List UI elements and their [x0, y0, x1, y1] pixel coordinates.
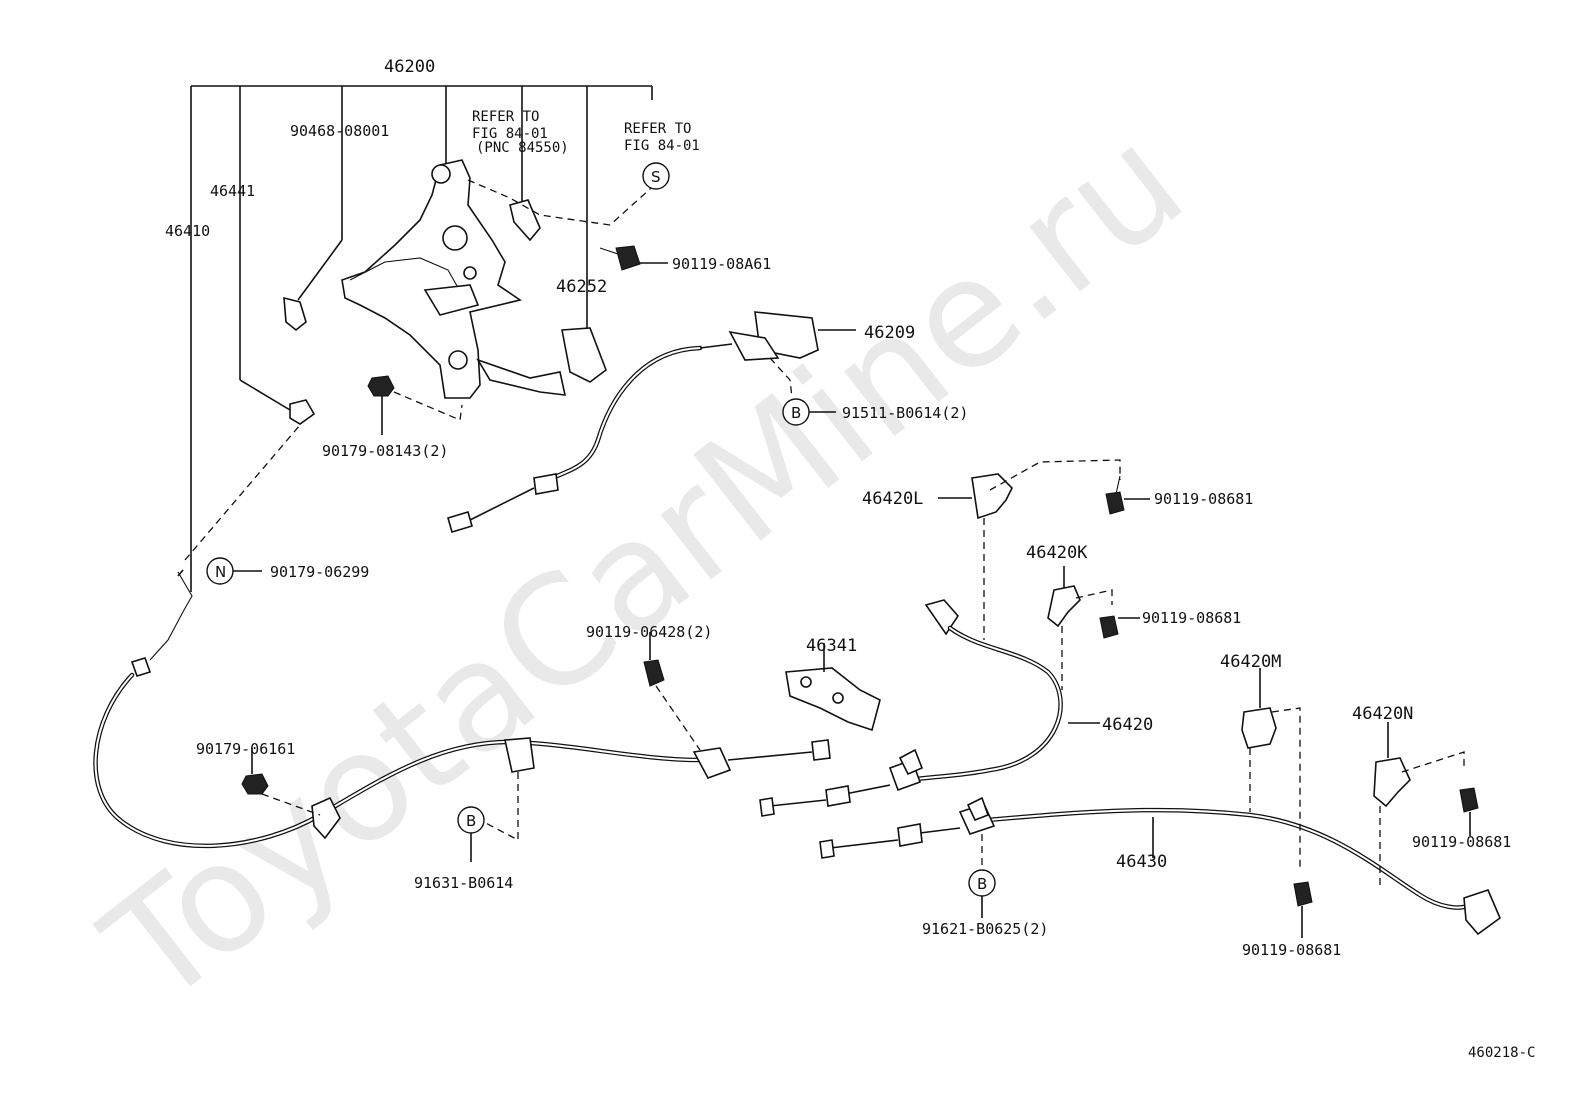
label-46209: 46209: [864, 323, 915, 343]
label-46420N: 46420N: [1352, 704, 1413, 724]
label-91511-B0614: 91511-B0614(2): [842, 404, 968, 422]
marker-b3-text: B: [977, 875, 987, 893]
pedal-bracket-assembly: [341, 159, 567, 399]
pedal-pad-46252-icon: [561, 327, 607, 383]
label-90179-06299: 90179-06299: [270, 563, 369, 581]
bolt-90119-08681-c-icon: [1459, 787, 1479, 813]
label-90119-08681-b: 90119-08681: [1142, 609, 1241, 627]
rear-cable-46430: [819, 796, 1501, 936]
label-46341: 46341: [806, 636, 857, 656]
label-refer1-line2: FIG 84-01: [472, 126, 548, 142]
label-refer2-line2: FIG 84-01: [624, 138, 700, 154]
label-90119-08681-d: 90119-08681: [1242, 941, 1341, 959]
label-46200: 46200: [384, 57, 435, 77]
label-46420K: 46420K: [1026, 543, 1088, 563]
watermark-text: ToyotaCarMine.ru: [74, 94, 1215, 1038]
label-refer2-line1: REFER TO: [624, 121, 691, 137]
nut-90179-08143-icon: [367, 375, 395, 397]
marker-n-text: N: [215, 563, 226, 581]
bracket-84550-icon: [509, 199, 541, 242]
label-90119-06428: 90119-06428(2): [586, 623, 712, 641]
marker-b1-text: B: [791, 404, 801, 422]
bracket-46420K-icon: [1047, 585, 1081, 628]
label-46420L: 46420L: [862, 489, 923, 509]
figure-code: 460218-C: [1468, 1045, 1535, 1061]
marker-b2-text: B: [466, 812, 476, 830]
assembly-bracket-46200: [190, 85, 653, 592]
bracket-46420N-icon: [1373, 757, 1411, 808]
release-cable-46209: [447, 311, 819, 533]
label-90119-08A61: 90119-08A61: [672, 255, 771, 273]
marker-s-text: S: [651, 168, 661, 186]
bolt-90119-06428-icon: [643, 659, 665, 687]
label-90179-08143: 90179-08143(2): [322, 442, 448, 460]
marker-s: [642, 162, 670, 190]
label-refer1-line3: (PNC 84550): [476, 140, 569, 156]
label-90468-08001: 90468-08001: [290, 122, 389, 140]
bracket-46420M-icon: [1241, 707, 1277, 749]
label-46420: 46420: [1102, 715, 1153, 735]
label-46410: 46410: [165, 222, 210, 240]
bolt-90119-08681-b-icon: [1099, 615, 1119, 639]
front-cable-46410: [93, 571, 831, 849]
label-46441: 46441: [210, 182, 255, 200]
label-refer1-line1: REFER TO: [472, 109, 539, 125]
clip-90468-icon: [283, 296, 307, 332]
label-90179-06161: 90179-06161: [196, 740, 295, 758]
bolt-90119-08681-a-icon: [1105, 491, 1125, 515]
bolt-90119-08681-d-icon: [1293, 881, 1313, 907]
label-46252: 46252: [556, 277, 607, 297]
bolt-90119-08A61-icon: [615, 245, 641, 271]
bracket-46420L-icon: [971, 473, 1013, 520]
label-91631-B0614: 91631-B0614: [414, 874, 513, 892]
label-90119-08681-a: 90119-08681: [1154, 490, 1253, 508]
cap-46441-icon: [289, 399, 316, 425]
label-90119-08681-c: 90119-08681: [1412, 833, 1511, 851]
label-91621-B0625: 91621-B0625(2): [922, 920, 1048, 938]
label-46430: 46430: [1116, 852, 1167, 872]
label-46420M: 46420M: [1220, 652, 1281, 672]
rear-cable-46420: [759, 599, 1063, 817]
